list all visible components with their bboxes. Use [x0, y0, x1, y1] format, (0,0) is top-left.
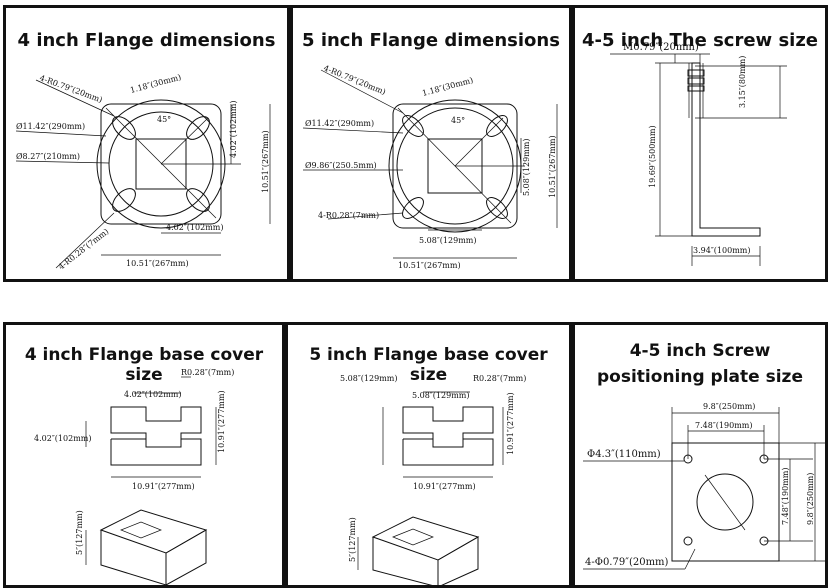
label-inner-dia: Ø9.86″(250.5mm) — [305, 161, 377, 170]
label-angle: 45° — [157, 115, 171, 124]
label-foot: 3.94″(100mm) — [693, 246, 750, 255]
label-height: 10.91″(277mm) — [506, 392, 515, 455]
label-center-hole: Φ4.3″(110mm) — [587, 449, 661, 460]
label-half-bottom: 4.02″(102mm) — [166, 223, 223, 232]
label-height: 10.91″(277mm) — [217, 390, 226, 453]
label-half-right: 5.08″(129mm) — [522, 139, 531, 196]
label-angle-top: 1.18″(30mm) — [129, 73, 182, 95]
label-width: 10.91″(277mm) — [413, 482, 476, 491]
label-mounting-holes: 4-Φ0.79″(20mm) — [585, 557, 669, 568]
panel-4in-flange-dimensions: 4 inch Flange dimensions 4-R0.79″(20mm) … — [3, 5, 290, 282]
label-corner-radius: 4-R0.79″(20mm) — [38, 73, 103, 104]
label-outer-height: 9.8″(250mm) — [806, 473, 815, 525]
label-height-right: 10.51″(267mm) — [261, 130, 270, 193]
panel-title-line2: positioning plate size — [597, 367, 803, 387]
label-width: 10.91″(277mm) — [132, 482, 195, 491]
screw-drawing: M0.79″(20mm) 3.15″(80mm) 19.69″(500mm) 3… — [610, 42, 787, 266]
label-width-bottom: 10.51″(267mm) — [126, 259, 189, 268]
label-thickness: 5″(127mm) — [75, 510, 84, 555]
label-hole-radius: 4-R0.28″(7mm) — [318, 211, 379, 220]
panel-title: 5 inch Flange dimensions — [302, 30, 560, 51]
base-cover-4in-drawing: R0.28″(7mm) 4.02″(102mm) 4.02″(102mm) 10… — [34, 368, 234, 585]
label-angle: 45° — [451, 116, 465, 125]
label-angle-top: 1.18″(30mm) — [421, 76, 474, 98]
label-thread: M0.79″(20mm) — [623, 42, 699, 53]
panel-title: 4 inch Flange base cover size — [24, 345, 264, 385]
panel-screw-size: 4-5 inch The screw size M0.79″(20mm) 3.1… — [572, 5, 828, 282]
panel-4in-base-cover: 4 inch Flange base cover size R0.28″(7mm… — [3, 322, 285, 588]
plate-drawing: 9.8″(250mm) 7.48″(190mm) Φ4.3″(110mm) 7.… — [583, 402, 825, 570]
panel-title: 4-5 inch The screw size — [581, 30, 819, 51]
label-hole-radius: 4-R0.28″(7mm) — [57, 227, 111, 272]
label-inner-width: 7.48″(190mm) — [695, 421, 752, 430]
label-half-bottom: 5.08″(129mm) — [419, 236, 476, 245]
panel-5in-base-cover: 5 inch Flange base cover size 5.08″(129m… — [285, 322, 572, 588]
label-corner-radius: 4-R0.79″(20mm) — [322, 64, 387, 97]
panel-positioning-plate: 4-5 inch Screw positioning plate size 9.… — [572, 322, 828, 588]
label-width-bottom: 10.51″(267mm) — [398, 261, 461, 270]
label-thickness: 5″(127mm) — [348, 517, 357, 562]
panel-title: 4 inch Flange dimensions — [17, 30, 276, 51]
label-thread-length: 3.15″(80mm) — [738, 56, 747, 108]
flange-4in-drawing: 4-R0.79″(20mm) 1.18″(30mm) 45° Ø11.42″(2… — [15, 73, 271, 272]
label-outer-width: 9.8″(250mm) — [703, 402, 755, 411]
label-top: 4.02″(102mm) — [124, 390, 181, 399]
label-outer-dia: Ø11.42″(290mm) — [305, 119, 374, 128]
label-left-top: 5.08″(129mm) — [340, 374, 397, 383]
panel-title-line1: 4-5 inch Screw — [629, 341, 771, 361]
flange-5in-drawing: 4-R0.79″(20mm) 1.18″(30mm) 45° Ø11.42″(2… — [302, 64, 558, 270]
label-top: 5.08″(129mm) — [412, 391, 469, 400]
label-left: 4.02″(102mm) — [34, 434, 91, 443]
label-length: 19.69″(500mm) — [648, 125, 657, 188]
label-half-right: 4.02″(102mm) — [229, 101, 238, 158]
base-cover-5in-drawing: 5.08″(129mm) R0.28″(7mm) 5.08″(129mm) 10… — [340, 374, 526, 585]
label-inner-dia: Ø8.27″(210mm) — [16, 152, 80, 161]
panel-5in-flange-dimensions: 5 inch Flange dimensions 4-R0.79″(20mm) … — [290, 5, 572, 282]
label-inner-height: 7.48″(190mm) — [781, 468, 790, 525]
panel-title: 5 inch Flange base cover size — [309, 345, 548, 385]
label-radius: R0.28″(7mm) — [181, 368, 234, 377]
label-height-right: 10.51″(267mm) — [548, 135, 557, 198]
label-radius: R0.28″(7mm) — [473, 374, 526, 383]
label-outer-dia: Ø11.42″(290mm) — [16, 122, 85, 131]
